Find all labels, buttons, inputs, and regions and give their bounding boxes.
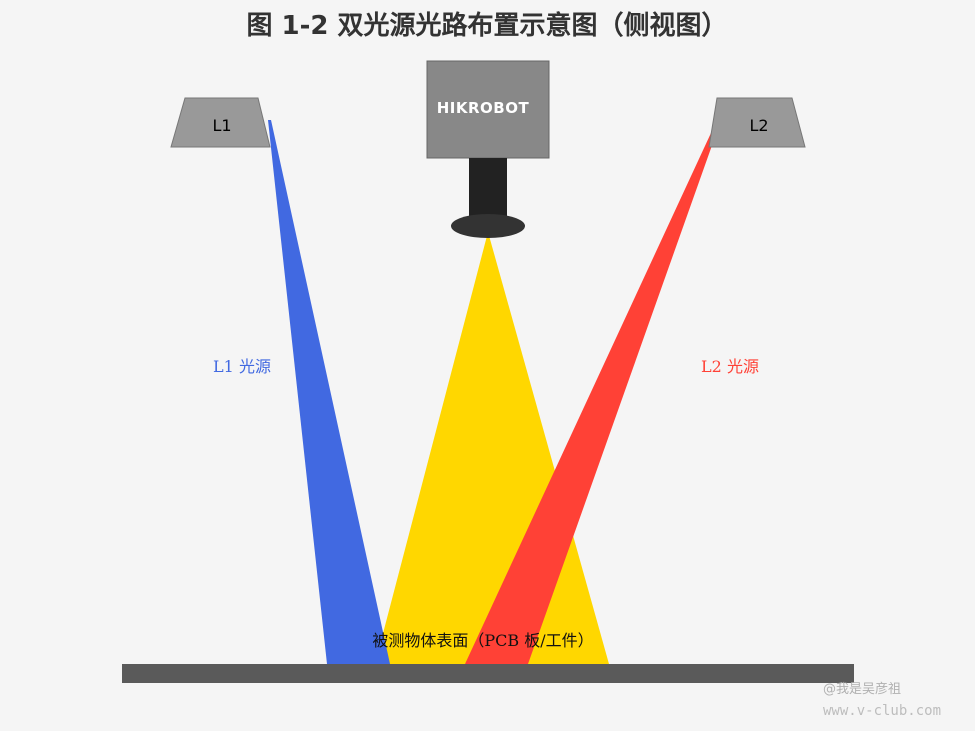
l2-light-beam [465, 120, 721, 664]
camera: HIKROBOT [426, 60, 550, 238]
light-l1-label: L1 [212, 116, 231, 135]
object-surface [122, 664, 854, 683]
camera-body [426, 60, 550, 159]
light-l2-label: L2 [749, 116, 768, 135]
light-l2-housing [708, 97, 806, 148]
l1-light-beam [268, 120, 390, 664]
watermark-url: www.v-club.com [823, 703, 941, 719]
camera-lens [469, 158, 507, 216]
l1-beam-label: L1 光源 [213, 357, 271, 376]
surface-label: 被测物体表面（PCB 板/工件） [372, 631, 593, 650]
l2-beam-label: L2 光源 [701, 357, 759, 376]
camera-brand-label: HIKROBOT [437, 99, 530, 117]
diagram-title: 图 1-2 双光源光路布置示意图（侧视图） [246, 10, 727, 41]
light-l2: L2 [708, 97, 806, 148]
watermark-author: @我是吴彦祖 [823, 681, 901, 697]
camera-lens-ring [451, 214, 525, 238]
light-l1: L1 [170, 97, 271, 148]
light-l1-housing [170, 97, 271, 148]
